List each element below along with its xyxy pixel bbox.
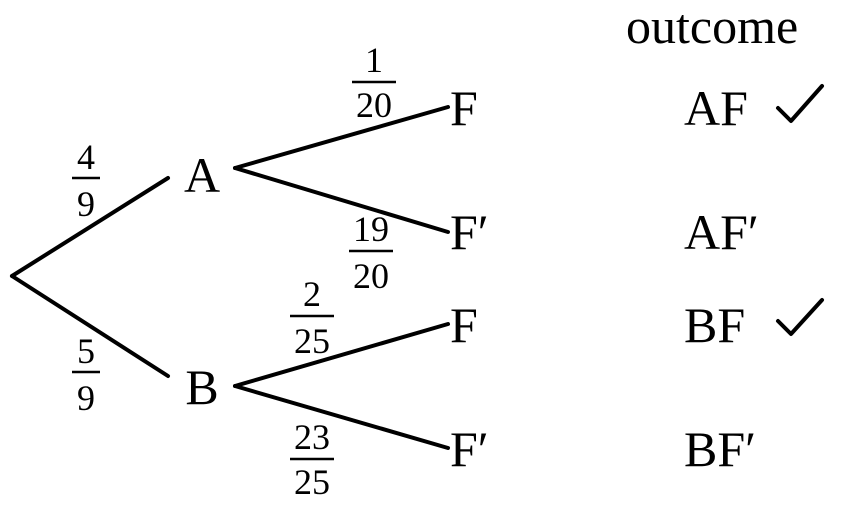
branch-a-f bbox=[233, 105, 450, 170]
prob-a-fprime: 19 20 bbox=[349, 209, 393, 296]
outcome-header: outcome bbox=[626, 0, 798, 54]
outcome-bfprime: BF′ bbox=[684, 421, 756, 477]
branch-root-a bbox=[10, 176, 170, 278]
prob-b-numerator: 5 bbox=[77, 331, 95, 371]
branch-b-f bbox=[233, 322, 450, 388]
prob-a-denominator: 9 bbox=[77, 184, 95, 224]
prob-b-f-numerator: 2 bbox=[303, 274, 321, 314]
node-a: A bbox=[184, 147, 220, 203]
node-b: B bbox=[185, 359, 218, 415]
prob-a: 4 9 bbox=[72, 137, 100, 224]
prob-b: 5 9 bbox=[72, 331, 100, 418]
branch-a-fprime bbox=[233, 166, 450, 234]
prob-b-fprime-numerator: 23 bbox=[294, 417, 330, 457]
prob-b-f-denominator: 25 bbox=[294, 321, 330, 361]
prob-a-f: 1 20 bbox=[352, 40, 396, 125]
branch-root-b bbox=[10, 274, 170, 378]
outcome-af: AF bbox=[684, 80, 748, 136]
prob-a-f-numerator: 1 bbox=[365, 40, 383, 80]
prob-a-fprime-denominator: 20 bbox=[353, 256, 389, 296]
prob-a-fprime-numerator: 19 bbox=[353, 209, 389, 249]
node-a-f: F bbox=[450, 80, 478, 136]
node-a-fprime: F′ bbox=[450, 204, 489, 260]
prob-b-fprime-denominator: 25 bbox=[294, 462, 330, 502]
outcome-afprime: AF′ bbox=[684, 204, 759, 260]
check-icon bbox=[776, 298, 824, 336]
prob-a-f-denominator: 20 bbox=[356, 85, 392, 125]
prob-b-f: 2 25 bbox=[290, 274, 334, 361]
prob-b-fprime: 23 25 bbox=[290, 417, 334, 502]
prob-b-denominator: 9 bbox=[77, 378, 95, 418]
node-b-f: F bbox=[450, 297, 478, 353]
check-icon bbox=[776, 84, 824, 123]
branch-b-fprime bbox=[233, 384, 450, 450]
outcome-bf: BF bbox=[684, 297, 745, 353]
prob-a-numerator: 4 bbox=[77, 137, 95, 177]
node-b-fprime: F′ bbox=[450, 421, 489, 477]
